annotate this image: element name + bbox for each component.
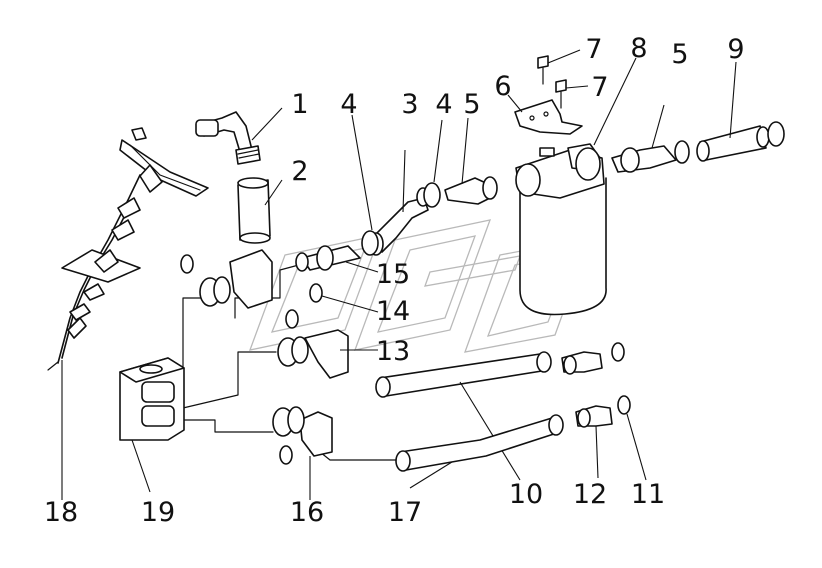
callout-4a: 4 [340, 89, 357, 120]
elbow-fitting-16 [272, 406, 333, 500]
hose-17 [395, 414, 564, 489]
callout-8: 8 [630, 33, 647, 64]
fitting-5b [611, 104, 690, 173]
elbow-fitting-13 [277, 309, 378, 379]
o-ring-14 [309, 283, 379, 313]
bolt-7b [555, 79, 589, 109]
bracket-6 [507, 94, 583, 135]
clamp-4b [423, 119, 443, 208]
callout-3: 3 [401, 89, 418, 120]
callout-16: 16 [290, 497, 324, 528]
bolt-7a [537, 49, 581, 85]
elbow-fitting-15 [180, 245, 379, 309]
callout-7a: 7 [585, 34, 602, 65]
callout-18: 18 [44, 497, 78, 528]
steering-valve [119, 357, 185, 493]
callout-15: 15 [376, 259, 410, 290]
hose-9 [696, 61, 785, 162]
callout-10: 10 [509, 479, 543, 510]
hose-10 [375, 351, 552, 481]
callout-4b: 4 [435, 89, 452, 120]
callout-13: 13 [376, 336, 410, 367]
filter-2 [237, 177, 283, 244]
callout-1: 1 [291, 89, 308, 120]
callout-6: 6 [494, 71, 511, 102]
fitting-12a [561, 351, 603, 375]
callout-14: 14 [376, 296, 410, 327]
o-ring-11a [611, 342, 625, 362]
callout-5b: 5 [671, 39, 688, 70]
filter-housing-8 [515, 57, 637, 316]
o-ring-11b [617, 395, 647, 481]
callout-19: 19 [141, 497, 175, 528]
clamp-4a [351, 114, 379, 256]
callout-5a: 5 [463, 89, 480, 120]
callout-7b: 7 [591, 72, 608, 103]
callout-11: 11 [631, 479, 665, 510]
steering-column [47, 127, 209, 500]
elbow-tube-1 [195, 107, 283, 165]
fitting-12b [575, 405, 613, 479]
callout-2: 2 [291, 156, 308, 187]
callout-9: 9 [727, 34, 744, 65]
callout-12: 12 [573, 479, 607, 510]
callout-17: 17 [388, 497, 422, 528]
callout-labels: 1 2 3 4 4 5 5 6 7 7 8 9 10 11 12 13 14 1… [44, 33, 745, 528]
fitting-5a [444, 117, 498, 205]
